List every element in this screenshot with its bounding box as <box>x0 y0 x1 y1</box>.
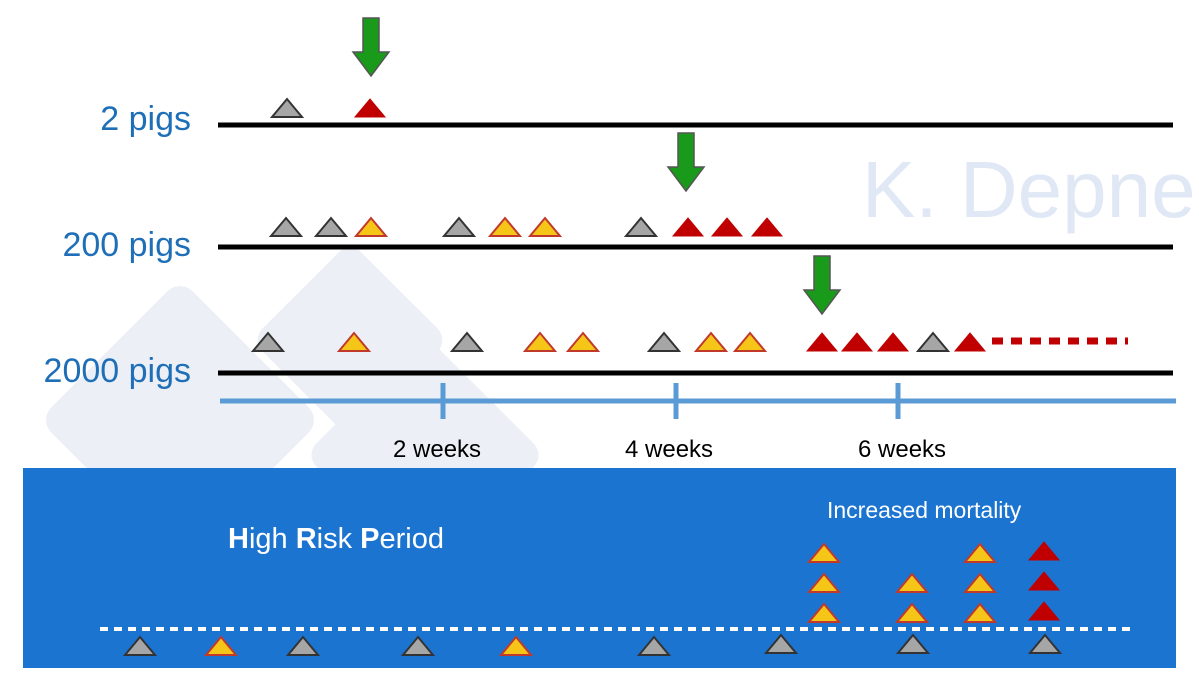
yellow-triangle-icon <box>962 602 998 623</box>
grey-triangle-icon <box>441 216 477 237</box>
yellow-triangle-icon <box>336 331 372 352</box>
grey-triangle-icon <box>400 635 436 656</box>
high-risk-panel <box>23 468 1176 668</box>
high-risk-period-title: High Risk Period <box>228 525 444 554</box>
yellow-triangle-icon <box>498 635 534 656</box>
yellow-triangle-icon <box>962 572 998 593</box>
grey-triangle-icon <box>623 216 659 237</box>
red-triangle-icon <box>1027 571 1061 591</box>
yellow-triangle-icon <box>527 216 563 237</box>
red-triangle-icon <box>710 217 744 237</box>
grey-triangle-icon <box>1027 633 1063 654</box>
yellow-triangle-icon <box>962 542 998 563</box>
triangle-markers <box>122 97 1063 656</box>
grey-triangle-icon <box>250 331 286 352</box>
hrp-part-0: H <box>228 523 249 555</box>
grey-triangle-icon <box>285 635 321 656</box>
watermark-text: K. Depner <box>862 145 1199 234</box>
grey-triangle-icon <box>122 635 158 656</box>
red-triangle-icon <box>805 332 839 352</box>
tick-label-4-weeks: 4 weeks <box>625 436 714 463</box>
yellow-triangle-icon <box>693 331 729 352</box>
red-triangle-icon <box>671 217 705 237</box>
yellow-triangle-icon <box>353 216 389 237</box>
grey-triangle-icon <box>763 633 799 654</box>
red-triangle-icon <box>840 332 874 352</box>
grey-triangle-icon <box>646 331 682 352</box>
grey-triangle-icon <box>915 331 951 352</box>
green-down-arrow-icon <box>802 255 842 316</box>
hrp-part-3: isk <box>316 523 361 555</box>
tick-label-6-weeks: 6 weeks <box>858 436 947 463</box>
hrp-part-5: eriod <box>379 523 445 555</box>
yellow-triangle-icon <box>203 635 239 656</box>
yellow-triangle-icon <box>565 331 601 352</box>
red-triangle-icon <box>1027 541 1061 561</box>
red-triangle-icon <box>1027 601 1061 621</box>
tick-label-2-weeks: 2 weeks <box>393 436 482 463</box>
yellow-triangle-icon <box>732 331 768 352</box>
row-label-2-pigs: 2 pigs <box>100 100 191 138</box>
green-down-arrow-icon <box>351 17 391 78</box>
yellow-triangle-icon <box>894 602 930 623</box>
red-triangle-icon <box>876 332 910 352</box>
increased-mortality-label: Increased mortality <box>827 497 1022 523</box>
hrp-part-2: R <box>295 523 317 555</box>
hrp-part-4: P <box>360 523 380 555</box>
row-label-2000-pigs: 2000 pigs <box>43 352 191 390</box>
yellow-triangle-icon <box>806 602 842 623</box>
hrp-part-1: igh <box>248 523 296 555</box>
red-triangle-icon <box>750 217 784 237</box>
red-triangle-icon <box>353 98 387 118</box>
row-label-200-pigs: 200 pigs <box>62 226 191 264</box>
grey-triangle-icon <box>895 633 931 654</box>
grey-triangle-icon <box>313 216 349 237</box>
grey-triangle-icon <box>636 635 672 656</box>
yellow-triangle-icon <box>806 572 842 593</box>
red-triangle-icon <box>953 332 987 352</box>
green-down-arrow-icon <box>666 132 706 193</box>
yellow-triangle-icon <box>894 572 930 593</box>
yellow-triangle-icon <box>487 216 523 237</box>
grey-triangle-icon <box>268 216 304 237</box>
grey-triangle-icon <box>449 331 485 352</box>
yellow-triangle-icon <box>806 542 842 563</box>
grey-triangle-icon <box>269 97 305 118</box>
yellow-triangle-icon <box>522 331 558 352</box>
green-arrows <box>351 17 842 316</box>
